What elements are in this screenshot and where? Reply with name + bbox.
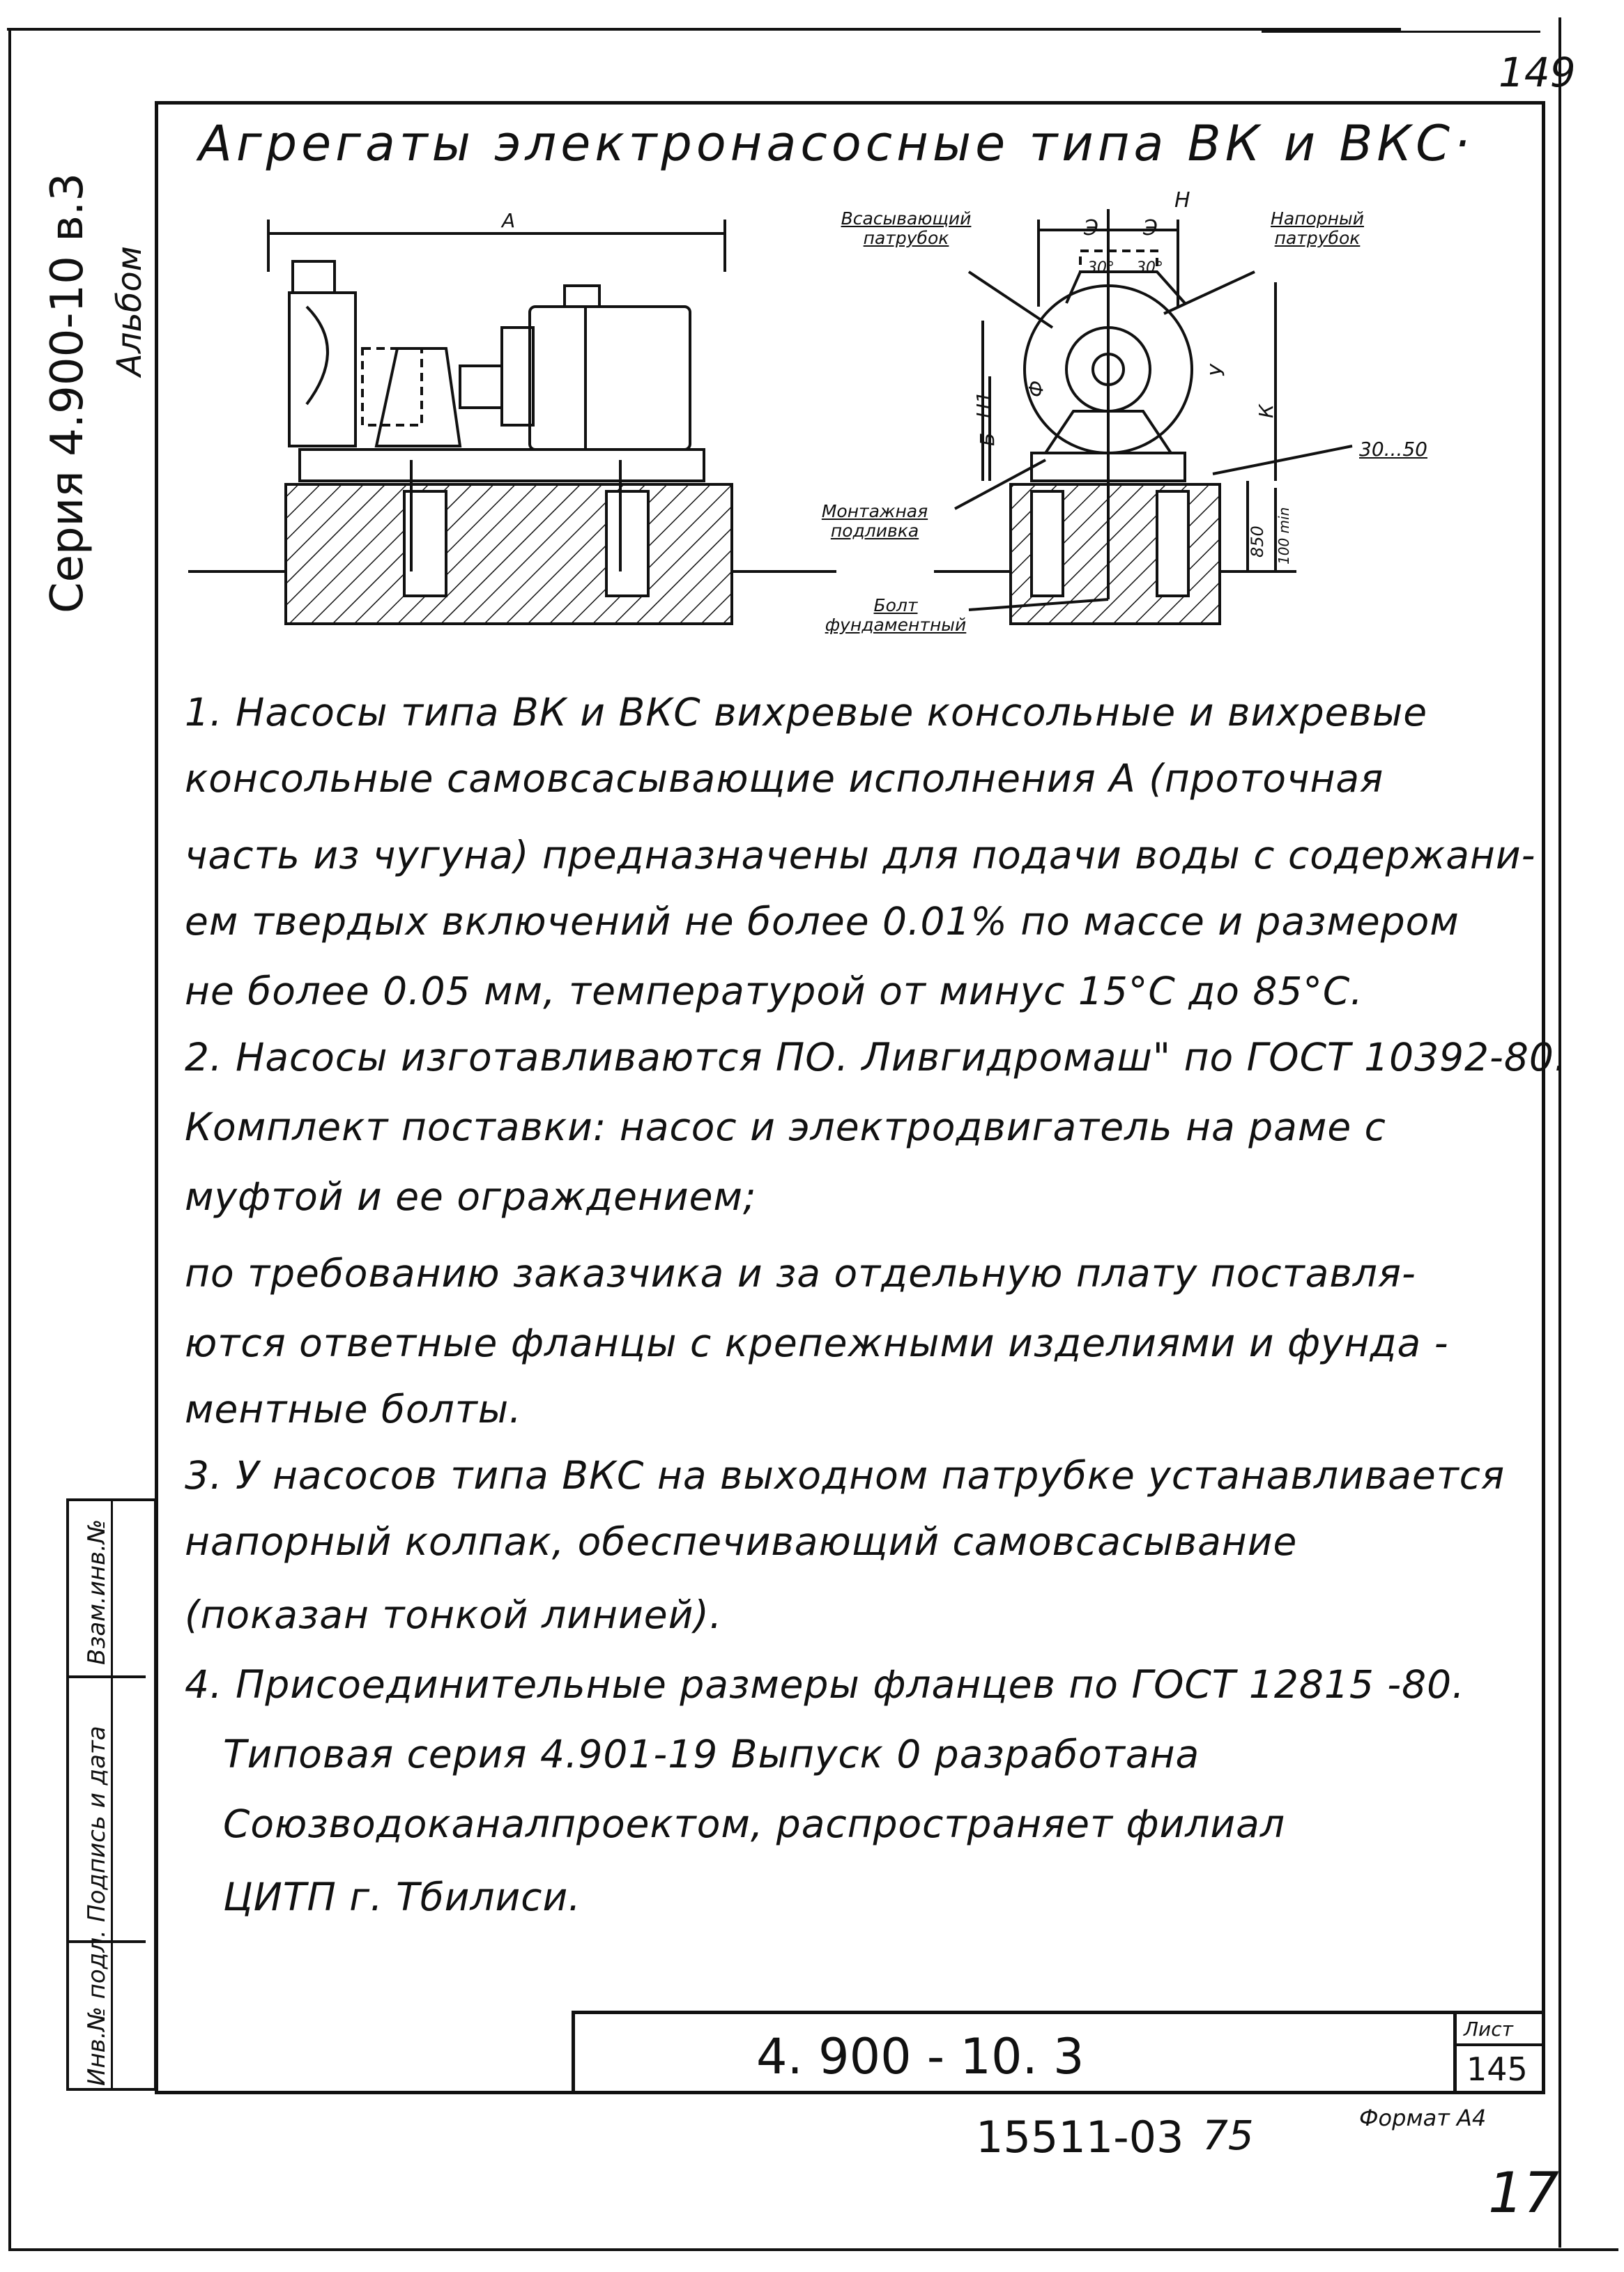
sheet-box: Лист 145	[1453, 2011, 1545, 2094]
sheet-label: Лист	[1464, 2018, 1513, 2041]
dim-u-label: У	[1206, 364, 1229, 376]
side-view	[188, 220, 836, 625]
angle-1-label: 30°	[1087, 259, 1114, 277]
pressure-pipe-label: Напорный патрубок	[1271, 208, 1364, 248]
body-line-6: 2. Насосы изготавливаются ПО. Ливгидрома…	[185, 1035, 1568, 1080]
body-line-2: консольные самовсасывающие исполнения А …	[185, 756, 1384, 801]
foundation-bolt-label: Болт фундаментный	[825, 595, 967, 635]
document-code: 4. 900 - 10. 3	[756, 2028, 1085, 2085]
stamp-inv-subst: Взам.инв.№	[83, 1519, 111, 1665]
body-line-8: муфтой и ее ограждением;	[185, 1174, 757, 1219]
body-line-3: часть из чугуна) предназначены для подач…	[185, 833, 1536, 877]
stamp-divider	[111, 1501, 113, 2088]
mounting-pour-label: Монтажная подливка	[821, 501, 928, 541]
dim-n-label: Н	[1174, 188, 1190, 213]
dim-e1-label: Э	[1084, 216, 1098, 240]
body-line-13: напорный колпак, обеспечивающий самовсас…	[185, 1519, 1298, 1564]
stamp-cell-inv-orig: Инв.№ подл.	[69, 1930, 146, 2090]
page-top-line	[7, 28, 1401, 31]
page-top-line-right	[1262, 31, 1540, 33]
album-label: Альбом	[110, 246, 149, 376]
page-number: 149	[1499, 49, 1576, 96]
dim-a-label: А	[502, 209, 516, 232]
dim-100-label: 100 min	[1276, 507, 1292, 565]
body-line-1: 1. Насосы типа ВК и ВКС вихревые консоль…	[185, 690, 1428, 735]
sheet-divider	[1457, 2043, 1542, 2046]
stamp-sign-date: Подпись и дата	[83, 1726, 111, 1922]
stamp-cell-sign-date: Подпись и дата	[69, 1675, 146, 1940]
body-line-9: по требованию заказчика и за отдельную п…	[185, 1251, 1416, 1296]
page-right-line	[1558, 17, 1561, 2248]
dim-k-label: К	[1255, 404, 1278, 418]
gap-label: 30...50	[1359, 438, 1427, 461]
page-mark: 75	[1202, 2112, 1254, 2159]
pump-assembly-drawing	[188, 209, 1353, 625]
dim-b-label: Б	[976, 432, 999, 446]
page-left-line	[8, 28, 11, 2251]
page-title: Агрегаты электронасосные типа ВК и ВКС·	[199, 115, 1474, 172]
body-line-14: (показан тонкой линией).	[185, 1592, 723, 1637]
body-line-5: не более 0.05 мм, температурой от минус …	[185, 969, 1363, 1013]
stamp-cell-inv-subst: Взам.инв.№	[69, 1501, 146, 1675]
corner-mark: 17	[1488, 2160, 1559, 2225]
dim-f-label: Ф	[1025, 380, 1048, 397]
body-line-15: 4. Присоединительные размеры фланцев по …	[185, 1662, 1465, 1707]
stamp-inv-orig: Инв.№ подл.	[83, 1930, 111, 2086]
sheet-number: 145	[1466, 2050, 1528, 2088]
body-line-10: ются ответные фланцы с крепежными издели…	[185, 1321, 1449, 1365]
dim-h1-label: Н1	[972, 391, 995, 418]
archive-number: 15511-03	[976, 2112, 1184, 2163]
dim-850-label: 850	[1248, 525, 1267, 558]
body-line-18: ЦИТП г. Тбилиси.	[223, 1875, 581, 1919]
angle-2-label: 30°	[1136, 259, 1163, 277]
body-line-17: Союзводоканалпроектом, распространяет фи…	[223, 1802, 1286, 1846]
body-line-7: Комплект поставки: насос и электродвигат…	[185, 1105, 1386, 1149]
page-bottom-line	[8, 2248, 1618, 2251]
stamp-block: Взам.инв.№ Подпись и дата Инв.№ подл.	[66, 1498, 157, 2091]
series-label: Серия 4.900-10 в.3	[42, 173, 93, 613]
front-view	[934, 209, 1353, 625]
suction-pipe-label: Всасывающий патрубок	[841, 208, 972, 248]
format-label: Формат А4	[1359, 2105, 1487, 2131]
title-block: 4. 900 - 10. 3	[572, 2011, 1457, 2094]
body-line-12: 3. У насосов типа ВКС на выходном патруб…	[185, 1453, 1506, 1498]
body-line-4: ем твердых включений не более 0.01% по м…	[185, 899, 1460, 944]
body-line-16: Типовая серия 4.901-19 Выпуск 0 разработ…	[223, 1732, 1200, 1776]
dim-e2-label: Э	[1143, 216, 1158, 240]
body-line-11: ментные болты.	[185, 1387, 522, 1431]
